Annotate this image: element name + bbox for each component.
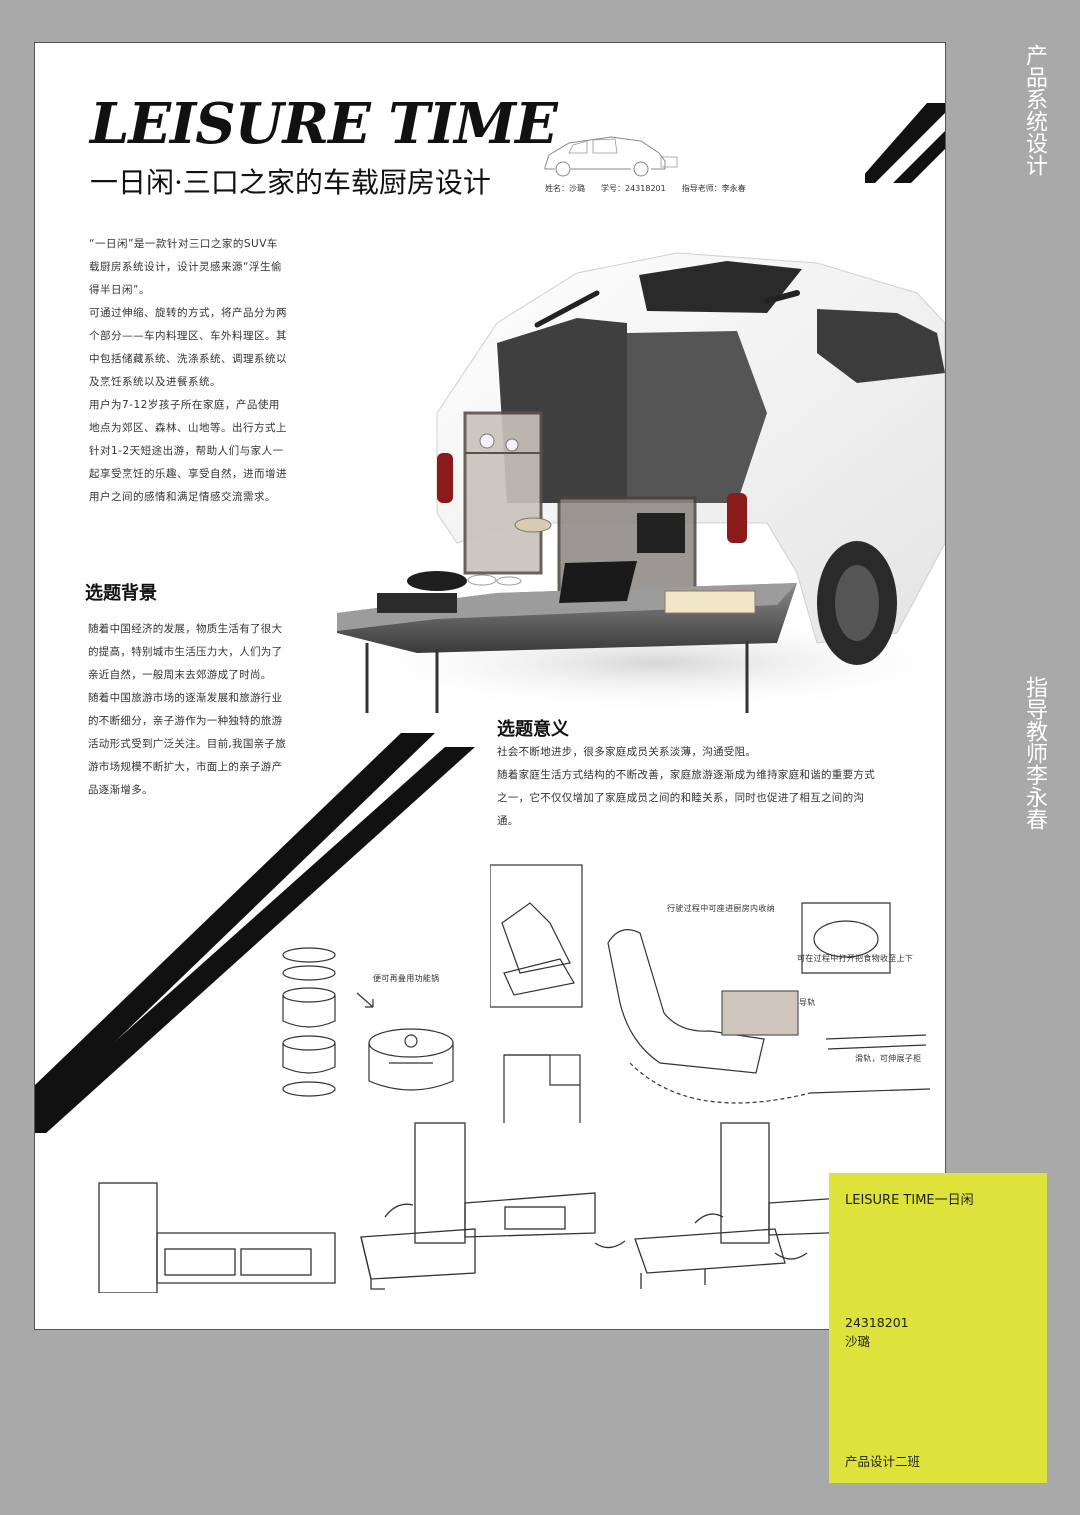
poster-title-en: LEISURE TIME (90, 91, 558, 157)
pot-note: 便可再叠用功能锅 (373, 974, 440, 983)
author-credits: 姓名：沙璐 学号：24318201 指导老师：李永春 (545, 183, 746, 194)
background-paragraph: 随着中国经济的发展，物质生活有了很大的提高，特别城市生活压力大，人们为了亲近自然… (88, 623, 283, 681)
side-label-bottom-text: 指导教师李永春 (1022, 676, 1047, 830)
intro-paragraph: 可通过伸缩、旋转的方式，将产品分为两个部分——车内料理区、车外料理区。其中包括储… (89, 307, 287, 388)
label-student-id: 24318201 (845, 1315, 909, 1330)
decorative-stripes-bottom (35, 733, 475, 1133)
poster-title-cn: 一日闲·三口之家的车载厨房设计 (90, 166, 491, 199)
decorative-stripes-top (865, 103, 945, 183)
storage-note: 可在过程中打开把食物收至上下 (797, 954, 914, 963)
intro-paragraph: 用户为7-12岁孩子所在家庭，产品使用地点为郊区、森林、山地等。出行方式上针对1… (89, 399, 287, 503)
label-project-title: LEISURE TIME一日闲 (845, 1193, 974, 1208)
slide-note: 滑轨，可伸展子柜 (855, 1054, 922, 1063)
intro-paragraph: “一日闲”是一款针对三口之家的SUV车载厨房系统设计，设计灵感来源“浮生偷得半日… (89, 238, 282, 296)
background-text: 随着中国经济的发展，物质生活有了很大的提高，特别城市生活压力大，人们为了亲近自然… (88, 618, 288, 802)
project-label-box: LEISURE TIME一日闲 24318201 沙璐 产品设计二班 (829, 1173, 1047, 1483)
label-student-name: 沙璐 (845, 1334, 871, 1349)
side-label-top: 产品系统设计 (1020, 44, 1050, 176)
side-label-bottom: 指导教师李永春 (1020, 676, 1050, 830)
significance-paragraph: 社会不断地进步，很多家庭成员关系淡薄，沟通受阻。 (497, 746, 757, 758)
seat-rotation-sketch (490, 864, 930, 1123)
intro-text: “一日闲”是一款针对三口之家的SUV车载厨房系统设计，设计灵感来源“浮生偷得半日… (89, 233, 287, 509)
car-thumbnail-sketch (544, 136, 678, 177)
author-student-id: 学号：24318201 (601, 184, 666, 193)
significance-paragraph: 随着家庭生活方式结构的不断改善，家庭旅游逐渐成为维持家庭和谐的重要方式之一，它不… (497, 769, 875, 827)
author-name: 姓名：沙璐 (545, 184, 585, 193)
background-heading: 选题背景 (85, 583, 157, 604)
significance-heading: 选题意义 (497, 719, 569, 740)
rail-note: 导轨 (799, 998, 816, 1007)
rotate-note: 行驶过程中可座进厨房内收纳 (667, 904, 775, 913)
background-paragraph: 随着中国旅游市场的逐渐发展和旅游行业的不断细分，亲子游作为一种独特的旅游活动形式… (88, 692, 287, 796)
kitchen-car-render (337, 252, 945, 713)
label-class-name: 产品设计二班 (845, 1454, 921, 1469)
significance-text: 社会不断地进步，很多家庭成员关系淡薄，沟通受阻。 随着家庭生活方式结构的不断改善… (497, 741, 881, 833)
author-advisor: 指导老师：李永春 (681, 184, 746, 193)
pot-exploded-sketch (282, 947, 454, 1097)
poster-sheet: LEISURE TIME 一日闲·三口之家的车载厨房设计 姓名：沙璐 学号：24… (34, 42, 946, 1330)
cabinet-fold-sketches (98, 1122, 885, 1293)
side-label-top-text: 产品系统设计 (1022, 44, 1047, 176)
